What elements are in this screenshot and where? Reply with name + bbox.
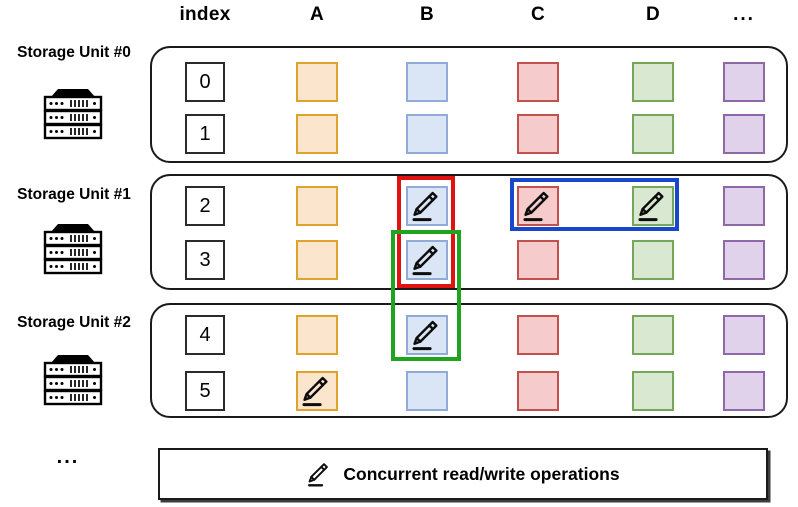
cell-3-more [723, 240, 765, 280]
column-header-b: B [419, 4, 435, 25]
index-box-3: 3 [185, 240, 225, 280]
server-icon-1 [43, 221, 103, 275]
cell-1-A [296, 114, 338, 154]
green-write-group [391, 230, 461, 361]
storage-unit-label-2: Storage Unit #2 [17, 314, 131, 331]
cell-2-A [296, 186, 338, 226]
cell-0-more [723, 62, 765, 102]
index-box-5: 5 [185, 371, 225, 411]
index-box-4: 4 [185, 315, 225, 355]
cell-2-C [517, 186, 559, 226]
cell-3-A [296, 240, 338, 280]
cell-2-D [632, 186, 674, 226]
pencil-icon [308, 462, 329, 486]
pencil-icon [306, 461, 333, 488]
pencil-icon [302, 376, 328, 407]
index-box-0: 0 [185, 62, 225, 102]
storage-unit-box-2 [150, 303, 788, 418]
cell-4-more [723, 315, 765, 355]
column-header-index: index [179, 4, 231, 25]
pencil-icon [638, 191, 664, 222]
legend-label: Concurrent read/write operations [343, 463, 620, 484]
cell-3-D [632, 240, 674, 280]
column-header-a: A [309, 4, 325, 25]
server-rack-icon [43, 355, 103, 406]
cell-5-A [296, 371, 338, 411]
cell-5-D [632, 371, 674, 411]
cell-5-C [517, 371, 559, 411]
column-header-c: C [530, 4, 546, 25]
index-box-1: 1 [185, 114, 225, 154]
more-units-ellipsis: ... [56, 446, 80, 468]
cell-4-A [296, 315, 338, 355]
column-header-ellipsis: ... [733, 4, 755, 25]
cell-1-B [406, 114, 448, 154]
cell-0-D [632, 62, 674, 102]
cell-0-B [406, 62, 448, 102]
pencil-icon [523, 191, 549, 222]
storage-unit-box-0 [150, 46, 788, 163]
cell-4-C [517, 315, 559, 355]
cell-5-B [406, 371, 448, 411]
cell-1-C [517, 114, 559, 154]
storage-unit-label-1: Storage Unit #1 [17, 186, 131, 203]
cell-4-D [632, 315, 674, 355]
index-box-2: 2 [185, 186, 225, 226]
storage-unit-box-1 [150, 174, 788, 290]
legend-box: Concurrent read/write operations [158, 448, 768, 500]
server-icon-2 [43, 352, 103, 406]
cell-4-B [406, 315, 448, 355]
cell-2-more [723, 186, 765, 226]
blue-write-group [510, 178, 679, 231]
server-rack-icon [43, 89, 103, 140]
storage-unit-label-0: Storage Unit #0 [17, 44, 131, 61]
cell-5-more [723, 371, 765, 411]
pencil-icon [412, 191, 438, 222]
cell-3-B [406, 240, 448, 280]
pencil-icon [412, 320, 438, 351]
cell-2-B [406, 186, 448, 226]
cell-1-more [723, 114, 765, 154]
cell-1-D [632, 114, 674, 154]
server-icon-0 [43, 86, 103, 140]
server-rack-icon [43, 224, 103, 275]
column-header-d: D [645, 4, 661, 25]
cell-0-C [517, 62, 559, 102]
cell-0-A [296, 62, 338, 102]
pencil-icon [412, 245, 438, 276]
cell-3-C [517, 240, 559, 280]
